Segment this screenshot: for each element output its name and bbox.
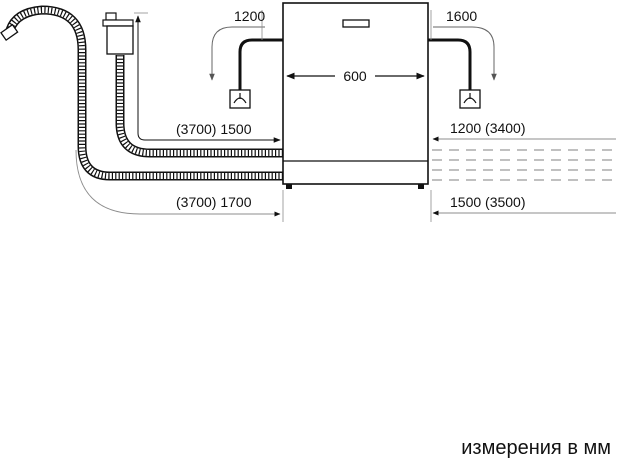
right-connection-label: 1600	[446, 8, 477, 24]
left-connection-label: 1200	[234, 8, 265, 24]
right-lower-label: 1500 (3500)	[450, 194, 526, 210]
units-caption: измерения в мм	[461, 437, 611, 459]
right-lower-dimension	[430, 190, 616, 222]
left-upper-hose-label: (3700) 1500	[176, 121, 252, 137]
drain-hose-end-icon	[0, 23, 19, 42]
left-foot	[286, 184, 292, 189]
width-label: 600	[343, 68, 367, 84]
drain-hose-upper	[115, 55, 283, 158]
right-foot	[418, 184, 424, 189]
drain-hose-lower	[5, 5, 283, 181]
control-panel-display	[342, 19, 370, 28]
left-water-connection: 1200	[209, 8, 283, 109]
left-lower-dimension	[75, 149, 284, 222]
left-lower-hose-label: (3700) 1700	[176, 194, 252, 210]
width-dimension: 600	[286, 68, 425, 84]
siphon-connector-icon	[102, 12, 134, 55]
right-upper-label: 1200 (3400)	[450, 120, 526, 136]
right-dashed-lines	[432, 149, 616, 181]
dishwasher-body	[282, 2, 429, 189]
siphon-height-dimension	[134, 12, 281, 143]
right-water-connection: 1600	[428, 8, 497, 109]
